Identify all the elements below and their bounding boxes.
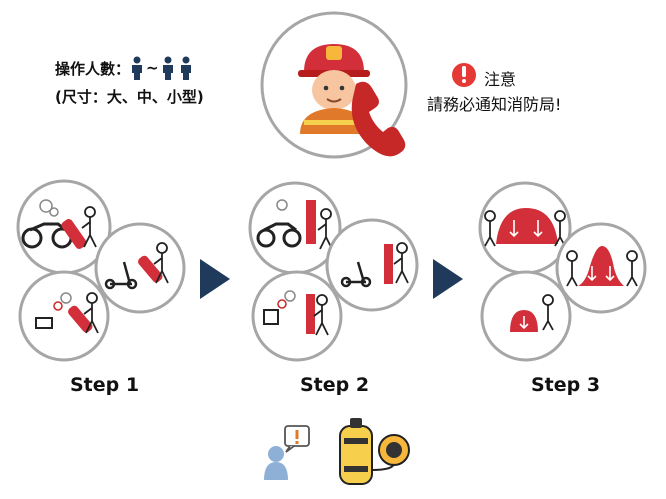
battery-icon (35, 317, 53, 329)
extinguisher-icon (68, 305, 93, 333)
person-outline-icon (153, 242, 169, 284)
firefighter-icon (298, 44, 370, 134)
step3-medium-circle (555, 222, 647, 314)
person-icon (162, 56, 173, 80)
fire-blanket-icon (306, 294, 315, 334)
step2-scooter-circle (325, 218, 419, 312)
firefighter-call-circle (260, 11, 408, 159)
step3-large-circle (478, 181, 572, 275)
down-arrow-icon (587, 266, 615, 282)
down-arrow-icon (519, 316, 529, 330)
breathing-apparatus-icon (339, 418, 410, 485)
person-outline-icon (393, 242, 409, 284)
exclamation-circle-icon (452, 63, 476, 87)
step-3-label: Step 3 (531, 374, 601, 396)
covered-blanket-icon (578, 246, 624, 286)
down-arrow-icon (509, 220, 543, 238)
step2-battery-circle (251, 270, 343, 362)
battery-icon (263, 309, 279, 325)
smoke-icon (276, 199, 288, 211)
person-outline-icon (317, 208, 333, 250)
step1-scooter-circle (94, 222, 186, 314)
notice-title: 注意 (484, 70, 517, 89)
scooter-icon (340, 261, 372, 288)
step-1-label: Step 1 (70, 374, 140, 396)
person-icon (132, 56, 143, 80)
fire-blanket-icon (384, 244, 393, 284)
covered-blanket-icon (496, 208, 558, 244)
step1-battery-circle (18, 270, 110, 362)
extinguisher-icon (138, 255, 163, 283)
smoke-icon (53, 292, 72, 311)
operator-count-label: 操作人數： (55, 59, 131, 78)
smoke-icon (277, 290, 296, 309)
alert-speech-person-icon (264, 425, 310, 480)
person-outline-icon (542, 294, 554, 331)
operator-count: 操作人數： ~ (55, 56, 193, 80)
person-outline-icon (83, 292, 99, 334)
person-outline-icon (81, 206, 97, 248)
fire-blanket-icon (306, 200, 316, 244)
smoke-icon (39, 199, 59, 217)
person-outline-icon (313, 294, 329, 336)
step3-small-circle (480, 270, 572, 362)
notice-body: 請務必通知消防局! (427, 95, 562, 114)
size-note: (尺寸：大、中、小型) (55, 88, 204, 106)
operator-range-sep: ~ (146, 59, 159, 77)
step-2-label: Step 2 (300, 374, 370, 396)
next-step-arrow-icon (433, 259, 463, 299)
motorcycle-icon (256, 222, 302, 248)
next-step-arrow-icon (200, 259, 230, 299)
person-outline-icon (566, 250, 638, 287)
person-icon (180, 56, 191, 80)
scooter-icon (104, 261, 138, 290)
person-outline-icon (484, 210, 566, 247)
phone-icon (351, 81, 406, 157)
extinguisher-icon (61, 219, 87, 249)
